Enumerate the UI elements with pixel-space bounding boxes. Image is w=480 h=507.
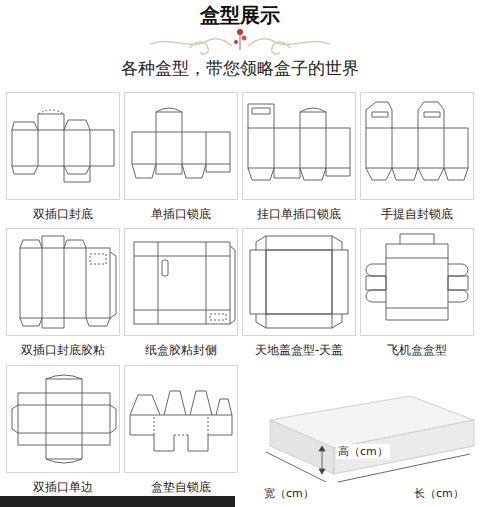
dimension-label: 宽（cm）	[262, 486, 316, 501]
box-type-caption: 盒垫自锁底	[125, 479, 237, 496]
subtitle: 各种盒型，带您领略盒子的世界	[121, 57, 359, 80]
box-type-caption: 双插口单边	[7, 479, 119, 496]
box-type-cell: 双插口封底胶粘	[6, 228, 120, 336]
box-type-cell: 飞机盒盒型	[360, 228, 474, 336]
box-type-caption: 手提自封锁底	[361, 206, 473, 223]
box-type-caption: 挂口单插口锁底	[243, 206, 355, 223]
box-type-caption: 天地盖盒型-天盖	[243, 342, 355, 359]
box-type-cell: 手提自封锁底	[360, 92, 474, 200]
box-type-cell: 盒垫自锁底	[124, 365, 238, 473]
box-type-caption: 双插口封底	[7, 206, 119, 223]
box-type-cell: 双插口封底	[6, 92, 120, 200]
page-title: 盒型展示	[200, 2, 280, 29]
box-type-cell: 双插口单边	[6, 365, 120, 473]
box-type-cell: 挂口单插口锁底	[242, 92, 356, 200]
flower-ornament	[234, 29, 247, 50]
box-type-caption: 纸盒胶粘封侧	[125, 342, 237, 359]
box-3d-illustration	[266, 396, 474, 482]
dimension-label: 高（cm）	[336, 444, 390, 459]
box-type-caption: 双插口封底胶粘	[7, 342, 119, 359]
box-type-cell: 天地盖盒型-天盖	[242, 228, 356, 336]
bottom-bar	[0, 496, 235, 507]
dimension-label: 长（cm）	[412, 486, 466, 501]
box-type-caption: 单插口锁底	[125, 206, 237, 223]
box-type-caption: 飞机盒盒型	[361, 342, 473, 359]
box-type-cell: 纸盒胶粘封侧	[124, 228, 238, 336]
box-type-cell: 单插口锁底	[124, 92, 238, 200]
